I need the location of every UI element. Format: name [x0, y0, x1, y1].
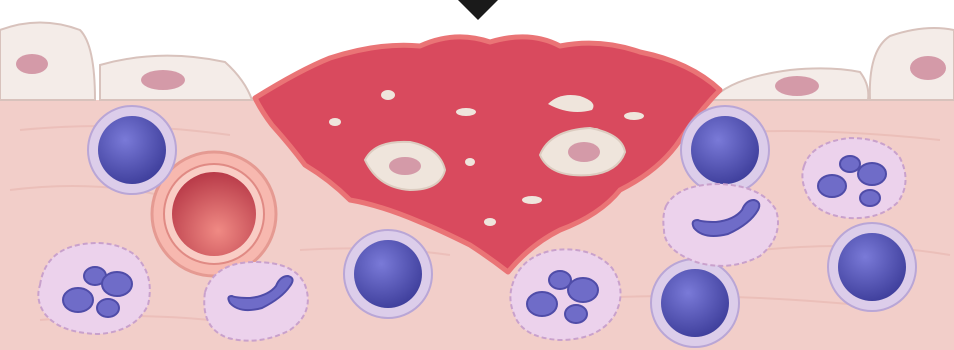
lymphocyte-icon	[651, 259, 739, 347]
neutrophil-icon	[510, 249, 620, 340]
lymphocyte-icon	[681, 106, 769, 194]
lymphocyte-icon	[828, 223, 916, 311]
epithelial-nucleus	[16, 54, 48, 74]
epithelial-cell	[0, 23, 95, 101]
epithelial-nucleus	[141, 70, 185, 90]
lymphocyte-icon	[88, 106, 176, 194]
macrophage-icon	[204, 262, 308, 341]
epithelial-nucleus	[775, 76, 819, 96]
macrophage-icon	[663, 184, 778, 266]
neutrophil-icon	[38, 243, 149, 334]
lymphocyte-icon	[344, 230, 432, 318]
epithelial-nucleus	[910, 56, 946, 80]
neutrophil-icon	[802, 138, 905, 218]
